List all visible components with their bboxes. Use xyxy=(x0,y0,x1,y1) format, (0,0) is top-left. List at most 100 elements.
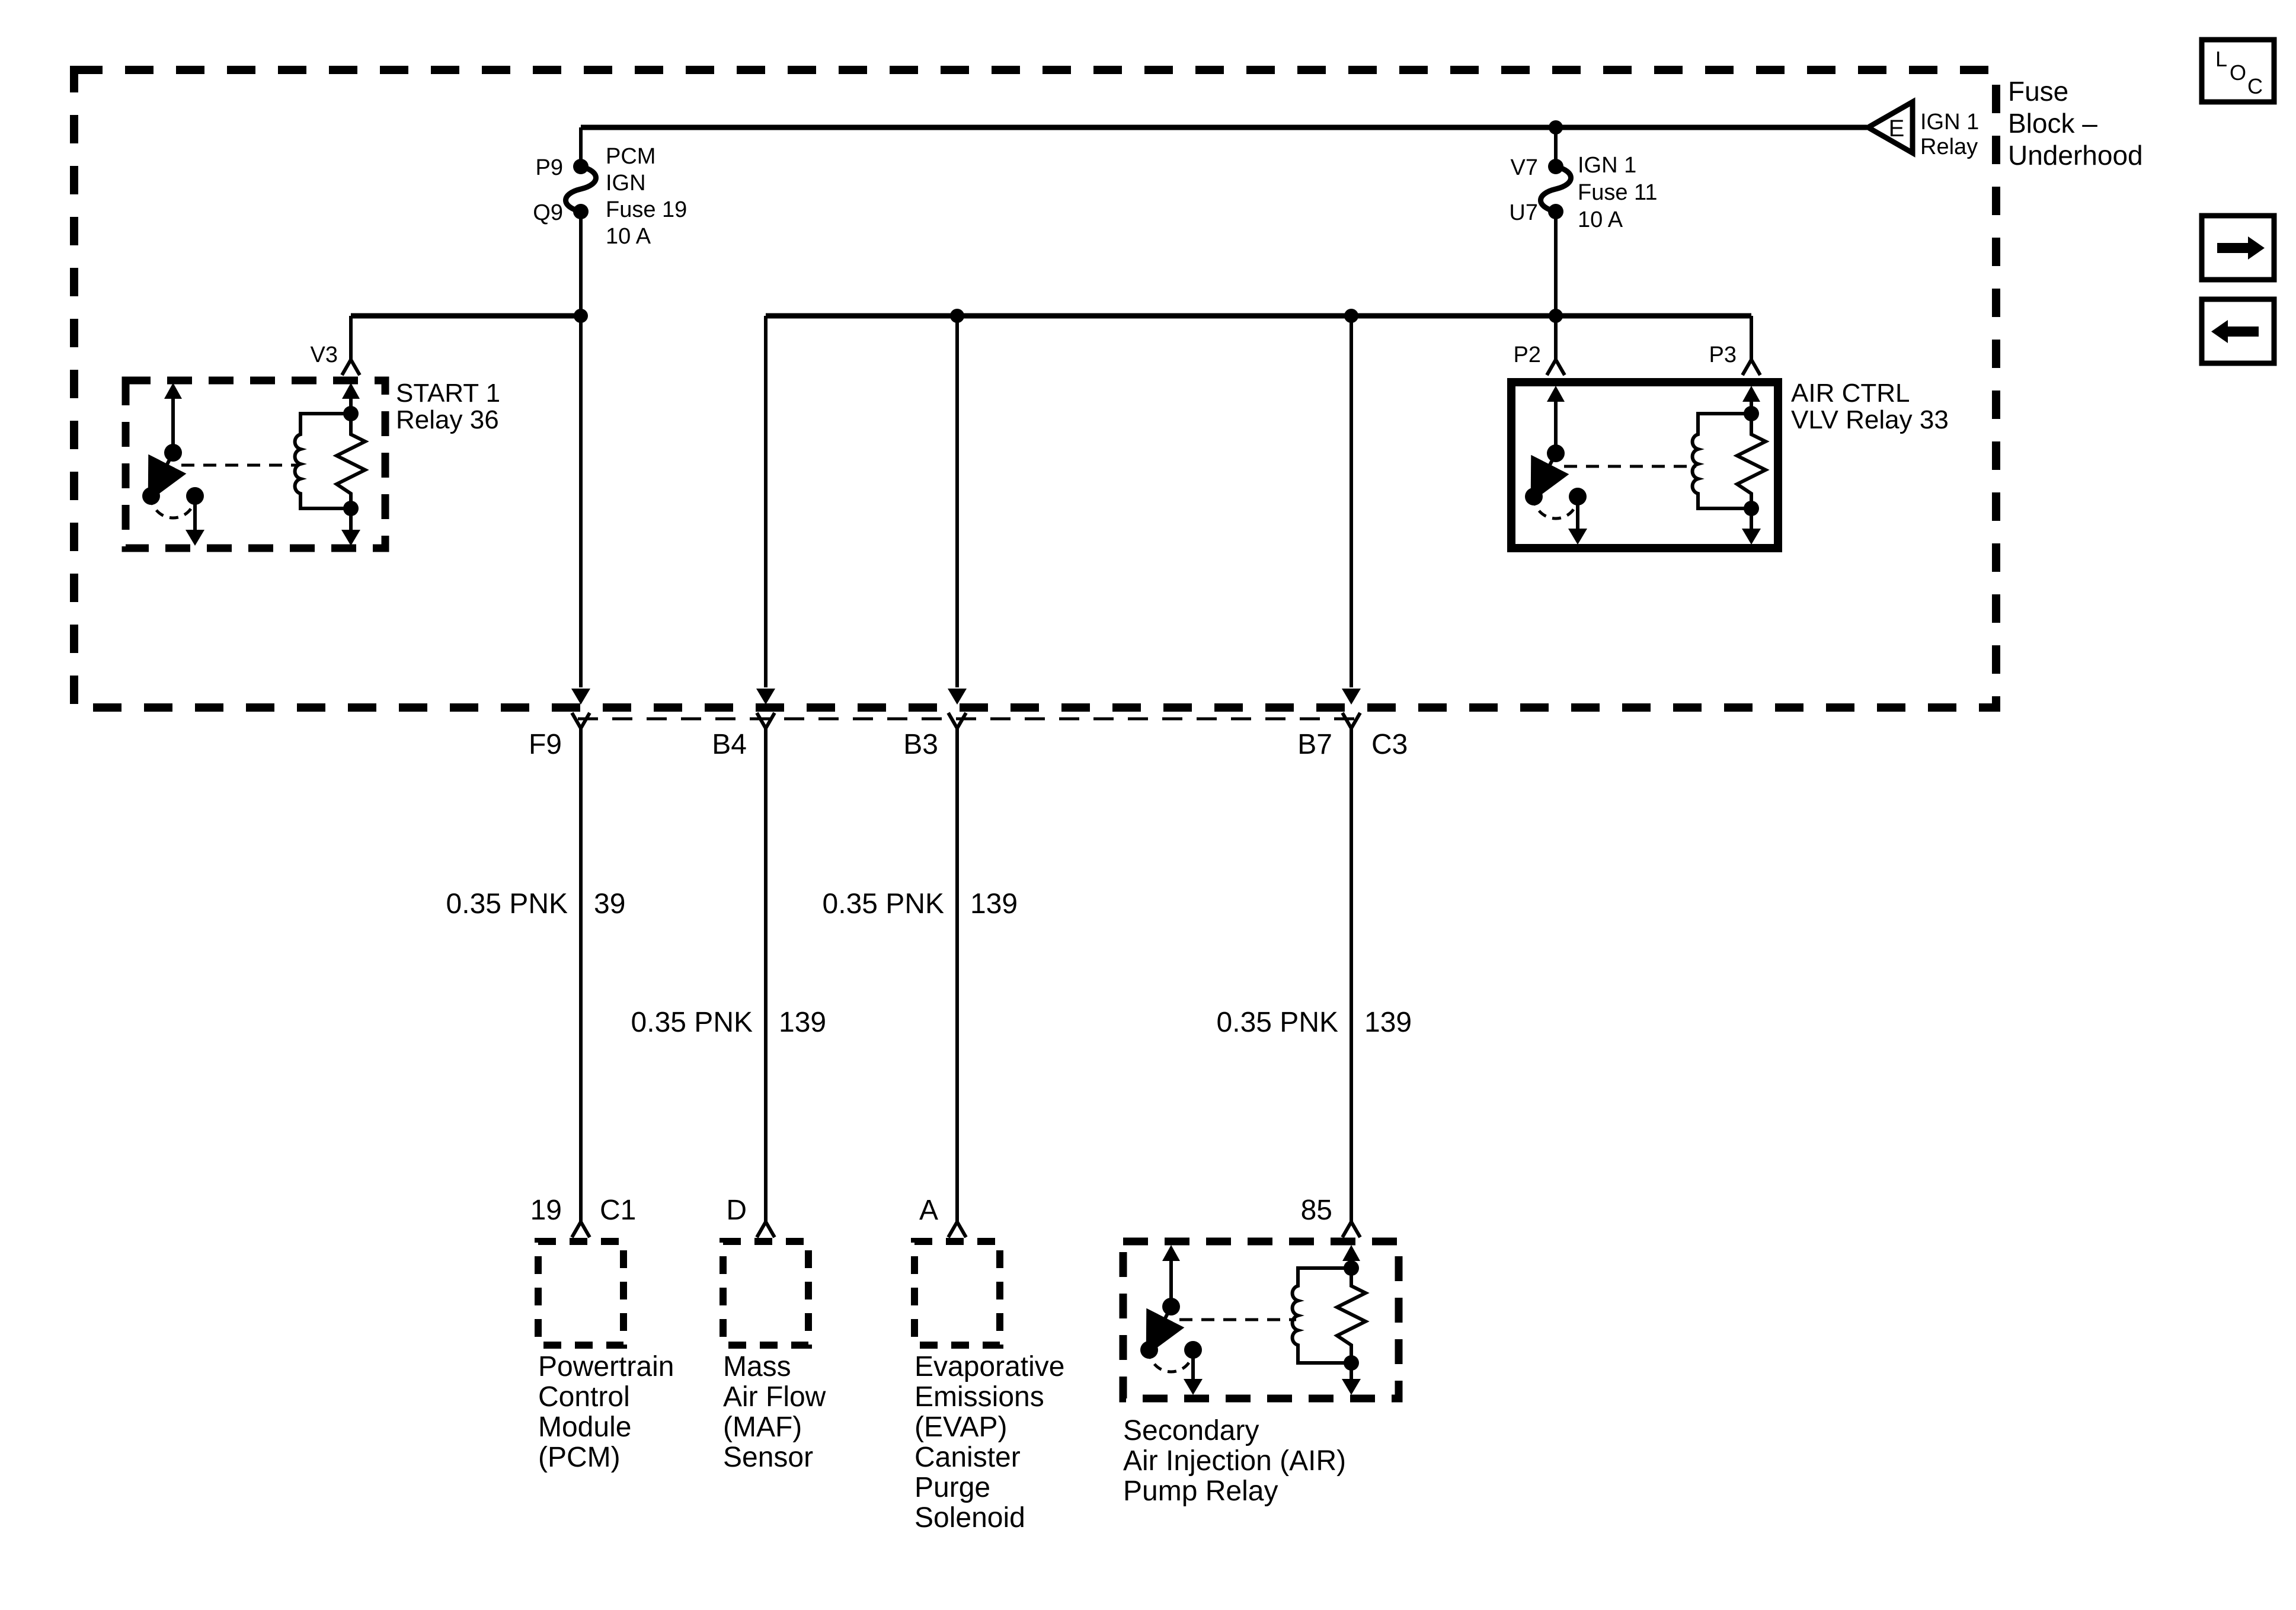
fuse11-desc-line2: Fuse 11 xyxy=(1578,180,1657,205)
start-relay-resistor-icon xyxy=(332,414,369,508)
left-arrow-icon xyxy=(2228,327,2259,337)
pcm-pin-19: 19 xyxy=(530,1195,562,1226)
loc-button[interactable]: L O C xyxy=(2199,37,2277,105)
external-wires: 0.35 PNK 39 0.35 PNK 139 0.35 PNK 139 0.… xyxy=(446,728,1412,1222)
fuse-block-title-line3: Underhood xyxy=(2008,140,2143,171)
air-pump-relay-box xyxy=(1119,1237,1403,1403)
left-arrow-head-icon xyxy=(2211,320,2228,343)
start-relay-switch-throw-arc xyxy=(149,495,197,520)
air-pump-pin-85: 85 xyxy=(1301,1195,1332,1226)
loc-button-frame[interactable] xyxy=(2199,37,2277,105)
ign1-relay-source-triangle-icon xyxy=(1862,97,1916,158)
fuse-block-bottom-connectors: F9 B4 B3 B7 C3 xyxy=(529,689,1408,760)
maf-name-line4: Sensor xyxy=(723,1442,813,1473)
prev-button-frame[interactable] xyxy=(2199,296,2277,366)
pin-b7: B7 xyxy=(1297,729,1332,760)
start-relay-36: V3 START 1 Relay 36 xyxy=(121,343,500,552)
fuse19-pin-bottom: Q9 xyxy=(533,200,563,225)
air-pump-coil-bottom-arrow-icon xyxy=(1342,1379,1361,1395)
start-relay-switch-top-arrow-icon xyxy=(164,383,182,399)
pcm-name-line4: (PCM) xyxy=(538,1442,621,1473)
fuse-block-boundary xyxy=(70,66,2000,712)
component-air-pump-relay: 85 Secondary Air Injection (AIR) Pump Re… xyxy=(1119,1195,1403,1507)
start-relay-coil-ground-arrow-icon xyxy=(341,530,360,546)
air-pump-relay-coil-icon xyxy=(1290,1266,1351,1365)
maf-box xyxy=(720,1238,812,1349)
fuse-19-pcm-ign: P9 Q9 PCM IGN Fuse 19 10 A xyxy=(533,127,687,249)
air-pump-switch-blade xyxy=(1146,1305,1185,1356)
start-relay-name-line1: START 1 xyxy=(396,379,500,408)
b7-female-terminal-icon xyxy=(1341,712,1362,732)
air-ctrl-relay-switch-throw-arc xyxy=(1532,496,1579,520)
fuse19-pin-top: P9 xyxy=(536,155,563,180)
maf-name-line2: Air Flow xyxy=(723,1381,826,1413)
air-pump-switch-top-arrow-icon xyxy=(1162,1245,1180,1261)
distribution-rails xyxy=(351,309,1751,323)
air-ctrl-relay-box xyxy=(1507,378,1782,552)
air-pump-name-line3: Pump Relay xyxy=(1123,1475,1278,1507)
pcm-box xyxy=(535,1238,627,1349)
pin-c3: C3 xyxy=(1371,729,1408,760)
p3-female-terminal-icon xyxy=(1741,356,1762,376)
pcm-name-line1: Powertrain xyxy=(538,1351,674,1382)
start-relay-name-line2: Relay 36 xyxy=(396,405,499,434)
maf-name-line3: (MAF) xyxy=(723,1411,802,1443)
f9-male-terminal-icon xyxy=(571,689,590,705)
fuse-block-title-line2: Block – xyxy=(2008,108,2097,139)
fuse19-desc-line1: PCM xyxy=(606,144,655,169)
loc-letter-l: L xyxy=(2215,47,2227,71)
evap-name-line5: Purge xyxy=(914,1472,990,1503)
ign1-relay-tag: E xyxy=(1889,116,1905,142)
toolbar-icons: L O C xyxy=(2199,37,2277,366)
p3-male-terminal-icon xyxy=(1742,386,1760,402)
air-pump-male-terminal-icon xyxy=(1342,1245,1360,1261)
pcm-pin-c1: C1 xyxy=(600,1195,636,1226)
wire-b3-circuit: 139 xyxy=(970,888,1018,920)
fuse11-pin-top: V7 xyxy=(1511,155,1538,180)
air-pump-name-line2: Air Injection (AIR) xyxy=(1123,1445,1346,1477)
prev-button[interactable] xyxy=(2199,296,2277,366)
air-ctrl-relay-resistor-icon xyxy=(1733,414,1770,508)
b7-male-terminal-icon xyxy=(1342,689,1361,705)
air-ctrl-vlv-relay-33: P2 P3 AIR CTRL VLV Relay 33 xyxy=(1507,343,1949,552)
wire-b3-gauge-color: 0.35 PNK xyxy=(823,888,944,920)
b3-female-terminal-icon xyxy=(946,712,968,732)
p2-male-terminal-icon xyxy=(1547,386,1565,402)
wire-b4-circuit: 139 xyxy=(779,1007,826,1038)
air-ctrl-relay-coil-bottom-arrow-icon xyxy=(1742,529,1761,545)
ign1-relay-label-line1: IGN 1 xyxy=(1920,110,1979,135)
air-pump-female-terminal-icon xyxy=(1341,1218,1362,1238)
v3-male-terminal-icon xyxy=(342,383,360,399)
loc-letter-c: C xyxy=(2247,74,2263,98)
next-button-frame[interactable] xyxy=(2199,213,2277,283)
maf-name-line1: Mass xyxy=(723,1351,791,1382)
fuse11-desc-line1: IGN 1 xyxy=(1578,153,1636,178)
evap-pin-a: A xyxy=(919,1195,938,1226)
component-evap-solenoid: A Evaporative Emissions (EVAP) Canister … xyxy=(911,1195,1064,1534)
evap-name-line1: Evaporative xyxy=(914,1351,1064,1382)
wire-b4-gauge-color: 0.35 PNK xyxy=(631,1007,753,1038)
pin-f9: F9 xyxy=(529,729,562,760)
pcm-name-line2: Control xyxy=(538,1381,630,1413)
air-pump-switch-throw-arc xyxy=(1147,1349,1195,1374)
fuse19-desc-line3: Fuse 19 xyxy=(606,197,687,222)
start-relay-switch-blade xyxy=(148,452,187,502)
start-relay-box xyxy=(121,376,389,552)
component-pcm: 19 C1 Powertrain Control Module (PCM) xyxy=(530,1195,674,1473)
air-ctrl-relay-coil-icon xyxy=(1690,412,1751,510)
start-relay-switch-bottom-arrow-icon xyxy=(186,530,204,546)
evap-female-terminal-icon xyxy=(946,1218,968,1238)
maf-pin-d: D xyxy=(726,1195,747,1226)
fuse-block-title-line1: Fuse xyxy=(2008,76,2068,107)
evap-name-line3: (EVAP) xyxy=(914,1411,1007,1443)
air-ctrl-relay-switch-blade xyxy=(1530,452,1569,503)
wire-f9-gauge-color: 0.35 PNK xyxy=(446,888,568,920)
evap-box xyxy=(911,1238,1003,1349)
air-ctrl-relay-pin-p2: P2 xyxy=(1514,343,1541,367)
b4-female-terminal-icon xyxy=(755,712,776,732)
f9-female-terminal-icon xyxy=(570,712,591,732)
fuse-11-ign1: V7 U7 IGN 1 Fuse 11 10 A xyxy=(1509,120,1657,232)
air-pump-name-line1: Secondary xyxy=(1123,1415,1259,1446)
next-button[interactable] xyxy=(2199,213,2277,283)
fuse11-pin-bottom: U7 xyxy=(1509,200,1538,225)
